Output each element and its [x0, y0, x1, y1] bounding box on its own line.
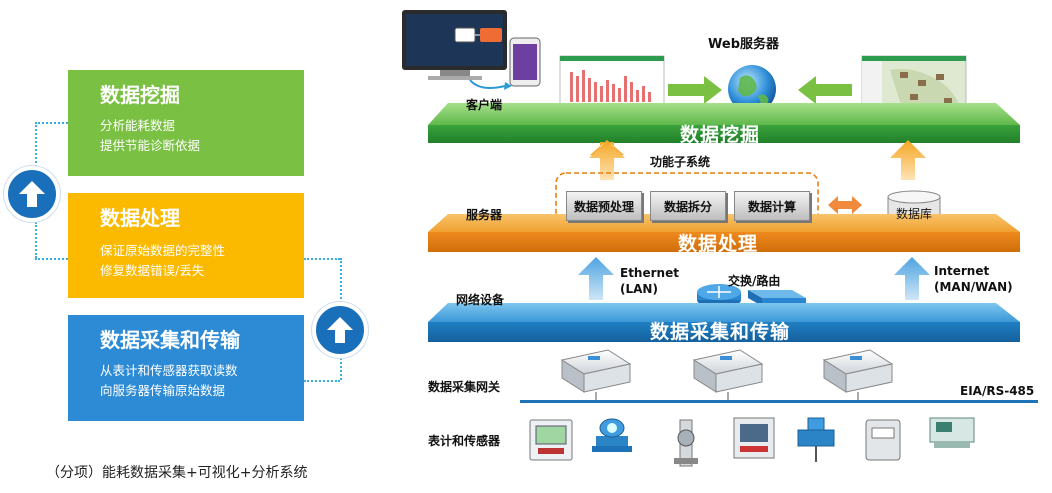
card-data-processing: 数据处理 保证原始数据的完整性 修复数据错误/丢失 — [68, 193, 304, 298]
power-meter-icon — [529, 419, 573, 461]
card-title: 数据挖掘 — [100, 83, 180, 107]
arrow-right-icon — [668, 76, 722, 104]
sub-box-preprocess: 数据预处理 — [566, 191, 642, 221]
server-label: 服务器 — [466, 208, 503, 222]
arrow-left-icon — [798, 76, 852, 104]
sub-box-compute: 数据计算 — [734, 191, 810, 221]
up-arrow-icon — [890, 140, 926, 180]
up-arrow-icon — [894, 257, 930, 300]
layer-collection-label: 数据采集和传输 — [650, 321, 791, 343]
database-label: 数据库 — [896, 207, 933, 221]
up-arrow-icon — [578, 257, 614, 300]
connector-line — [35, 122, 37, 167]
rs485-bus — [520, 400, 1038, 403]
switch-router-label: 交换/路由 — [728, 274, 781, 288]
water-meter-icon — [592, 418, 632, 452]
connector-line — [35, 122, 68, 124]
caption: （分项）能耗数据采集+可视化+分析系统 — [46, 465, 308, 481]
card-data-collection: 数据采集和传输 从表计和传感器获取读数 向服务器传输原始数据 — [68, 315, 304, 421]
multi-meter-icon — [733, 417, 775, 459]
sub-box-split: 数据拆分 — [650, 191, 726, 221]
internet-sub-label: (MAN/WAN) — [934, 280, 1013, 294]
ethernet-label: Ethernet — [620, 266, 679, 280]
connector-line — [340, 258, 342, 303]
card-data-mining: 数据挖掘 分析能耗数据 提供节能诊断依据 — [68, 70, 304, 176]
heat-meter-icon — [929, 417, 975, 448]
platform-mining — [428, 103, 1020, 143]
up-arrow-icon — [312, 302, 368, 358]
card-line: 修复数据错误/丢失 — [100, 263, 205, 278]
flowmeter-icon — [797, 417, 835, 462]
connector-line — [304, 258, 340, 260]
layer-mining-label: 数据挖掘 — [680, 124, 761, 146]
flow-sensor-icon — [674, 419, 698, 467]
client-label: 客户端 — [466, 98, 503, 112]
card-title: 数据处理 — [100, 206, 180, 230]
card-line: 保证原始数据的完整性 — [100, 243, 226, 258]
phone-icon — [509, 37, 541, 87]
up-arrow-icon — [4, 166, 60, 222]
function-subsystem-label: 功能子系统 — [650, 155, 711, 169]
gateway-label: 数据采集网关 — [428, 380, 501, 394]
connector-line — [304, 380, 340, 382]
layer-processing-label: 数据处理 — [678, 233, 759, 255]
up-arrow-icon — [589, 140, 625, 180]
platform-collection — [428, 303, 1020, 342]
gas-meter-icon — [865, 419, 901, 461]
architecture-diagram — [402, 10, 1038, 467]
gateway-device-icon — [822, 349, 894, 393]
card-title: 数据采集和传输 — [100, 328, 240, 352]
card-line: 从表计和传感器获取读数 — [100, 363, 238, 378]
card-line: 提供节能诊断依据 — [100, 138, 201, 153]
card-line: 分析能耗数据 — [100, 118, 176, 133]
gateway-device-icon — [560, 349, 632, 393]
web-server-label: Web服务器 — [708, 37, 779, 52]
connector-line — [35, 222, 37, 258]
client-monitor-icon — [402, 10, 507, 80]
gateway-device-icon — [692, 349, 764, 393]
double-arrow-icon — [828, 196, 862, 214]
connector-line — [35, 258, 68, 260]
network-label: 网络设备 — [456, 293, 505, 307]
card-line: 向服务器传输原始数据 — [100, 383, 226, 398]
internet-label: Internet — [934, 264, 990, 278]
connector-line — [340, 358, 342, 380]
bus-label: EIA/RS-485 — [960, 384, 1035, 398]
web-server-globe-icon — [728, 65, 776, 113]
ethernet-sub-label: (LAN) — [620, 282, 658, 296]
meters-label: 表计和传感器 — [428, 434, 501, 448]
